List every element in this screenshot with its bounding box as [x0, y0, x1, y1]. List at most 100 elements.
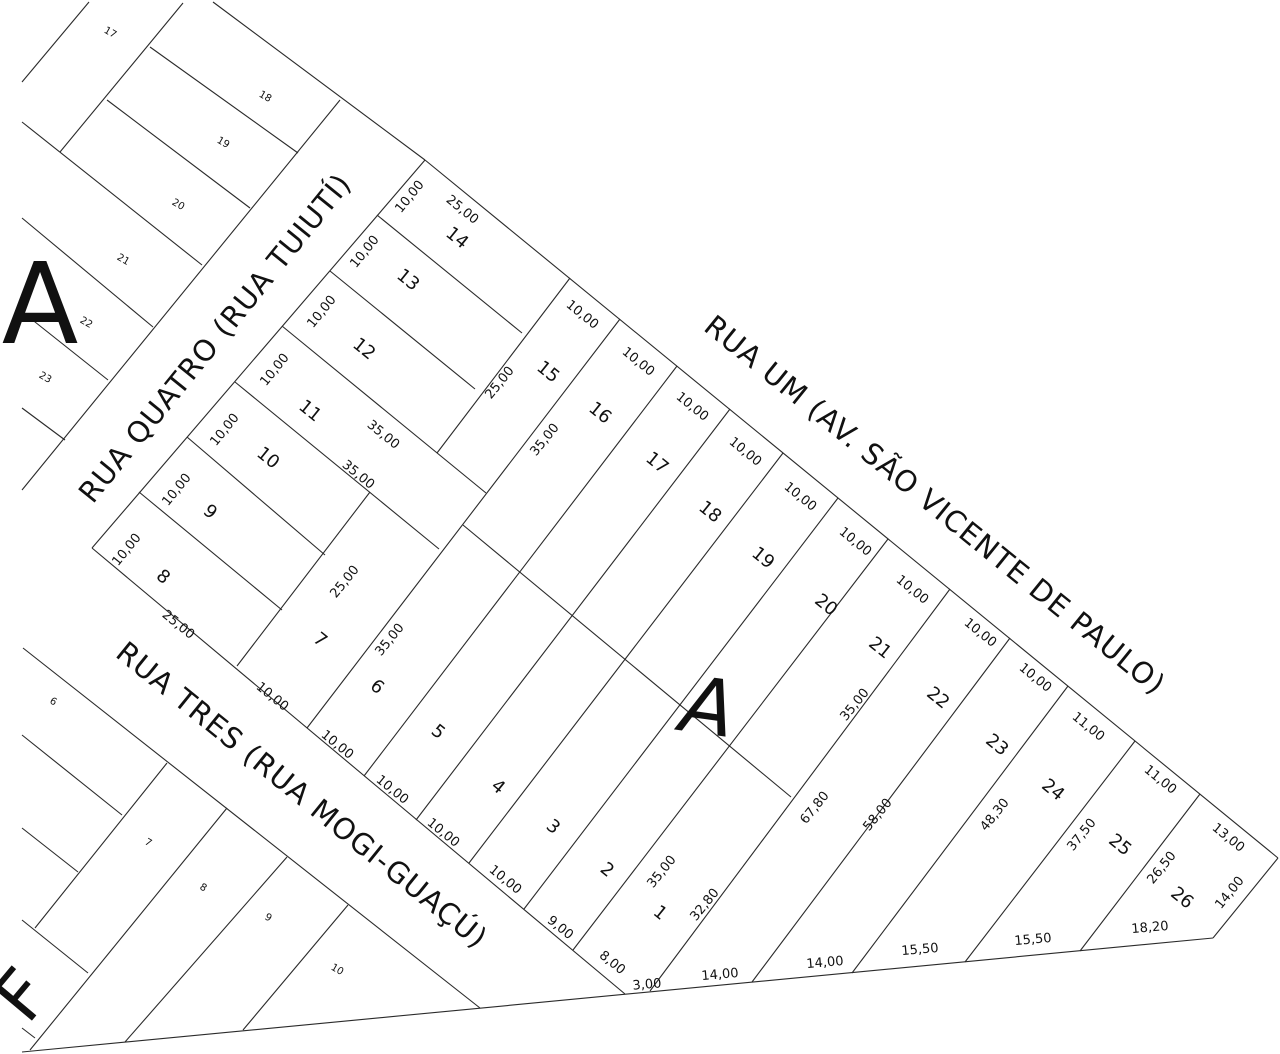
neighbor-lot-number: 7 — [142, 837, 153, 850]
dimension-label: 10,00 — [159, 471, 194, 509]
lot-divider — [21, 121, 203, 266]
block-label: A — [670, 659, 740, 756]
lot-number: 19 — [747, 543, 778, 574]
lot-divider — [851, 685, 1069, 974]
dimension-label: 10,00 — [392, 178, 427, 216]
south-boundary — [21, 937, 1214, 1053]
lot-number: 18 — [694, 497, 725, 528]
lot-divider — [376, 214, 523, 334]
block-label: F — [0, 953, 66, 1037]
tip-edge — [1212, 857, 1279, 939]
rua-quatro-edge — [91, 159, 426, 549]
lot-divider — [106, 99, 251, 209]
dimension-label: 35,00 — [364, 417, 402, 452]
dimension-label: 58,00 — [860, 796, 895, 834]
neighbor-lot-number: 17 — [102, 25, 119, 41]
dimension-label: 26,50 — [1144, 849, 1179, 887]
lot-number: 4 — [487, 775, 509, 799]
dimension-label: 35,00 — [644, 853, 679, 891]
dimension-label: 10,00 — [207, 411, 242, 449]
lot-rear-line — [236, 491, 371, 667]
neighbor-lot-number: 22 — [78, 315, 95, 331]
dimension-label: 13,00 — [1209, 820, 1247, 855]
street-name-rua-um: RUA UM (AV. SÃO VICENTE DE PAULO) — [698, 308, 1172, 701]
dimension-label: 14,00 — [1212, 874, 1247, 912]
lot-number: 11 — [294, 396, 325, 427]
dimension-label: 11,00 — [1141, 762, 1179, 797]
dimension-label: 10,00 — [318, 727, 356, 762]
neighbor-lot-number: 23 — [37, 370, 54, 386]
street-edge — [21, 99, 341, 491]
lot-divider — [21, 1027, 36, 1039]
lot-number: 9 — [199, 500, 221, 524]
rua-tres-edge — [91, 547, 626, 995]
dimension-label: 37,50 — [1064, 816, 1099, 854]
neighbor-lot-number: 21 — [115, 252, 132, 268]
dimension-label: 18,20 — [1131, 919, 1169, 937]
lot-divider — [415, 408, 731, 821]
lot-number: 13 — [392, 265, 423, 296]
neighbor-lot-number: 9 — [262, 912, 273, 925]
lot-divider — [21, 1, 90, 83]
lot-divider — [281, 325, 487, 494]
lot-number: 23 — [981, 730, 1012, 761]
southwest-block-lines — [21, 647, 481, 1051]
lot-number: 12 — [348, 334, 379, 365]
lot-divider — [306, 318, 621, 729]
lot-divider — [124, 856, 288, 1043]
dimension-label: 10,00 — [304, 293, 339, 331]
neighbor-lot-number: 10 — [329, 962, 346, 978]
lot-number: 15 — [532, 357, 563, 388]
neighbor-lot-number: 18 — [257, 89, 274, 105]
dimension-label: 10,00 — [563, 297, 601, 332]
street-edge — [22, 647, 481, 1009]
lot-divider — [329, 270, 476, 390]
lot-divider — [21, 734, 123, 816]
lot-number: 22 — [922, 683, 953, 714]
dimension-label: 10,00 — [1016, 660, 1054, 695]
rua-um-edge — [424, 159, 1279, 859]
dimension-label: 25,00 — [482, 364, 517, 402]
dimension-label: 10,00 — [673, 389, 711, 424]
lot-number: 10 — [252, 443, 283, 474]
neighbor-lot-number: 8 — [197, 882, 208, 895]
rua-um-edge — [212, 1, 426, 161]
lot-divider — [34, 762, 168, 929]
lot-divider — [234, 381, 440, 550]
lot-divider — [363, 365, 678, 777]
lot-number: 21 — [864, 633, 895, 664]
lot-divider — [751, 637, 1011, 983]
dimension-label: 10,00 — [257, 351, 292, 389]
dimension-label: 10,00 — [253, 679, 291, 714]
dimension-label: 10,00 — [373, 772, 411, 807]
neighbor-lot-number: 19 — [215, 135, 232, 151]
dimension-label: 10,00 — [109, 531, 144, 569]
lot-number: 6 — [366, 675, 388, 699]
lot-divider — [29, 807, 228, 1051]
dimension-label: 10,00 — [347, 233, 382, 271]
dimension-label: 10,00 — [726, 434, 764, 469]
lot-number: 16 — [584, 398, 615, 429]
street-name-rua-quatro: RUA QUATRO (RUA TUIUTÍ) — [72, 167, 358, 509]
lot-divider — [523, 497, 839, 910]
lot-number: 2 — [596, 858, 618, 882]
dimension-label: 9,00 — [544, 913, 576, 943]
lot-number: 3 — [542, 815, 564, 839]
dimension-label: 10,00 — [836, 524, 874, 559]
dimension-label: 35,00 — [372, 621, 407, 659]
dimension-label: 48,30 — [977, 796, 1012, 834]
northwest-block-lines — [21, 1, 341, 491]
lot-number: 26 — [1166, 883, 1197, 914]
lot-divider — [964, 740, 1136, 963]
lot-divider — [21, 919, 89, 974]
lot-divider — [21, 217, 154, 328]
lot-divider — [21, 827, 79, 873]
lot-divider — [138, 491, 283, 611]
dimension-label: 15,50 — [901, 941, 939, 959]
block-label: A — [2, 240, 79, 370]
dimension-label: 25,00 — [443, 192, 481, 227]
lot-rear-line — [462, 524, 792, 798]
dimension-label: 11,00 — [1069, 709, 1107, 744]
lot-divider — [242, 904, 349, 1031]
